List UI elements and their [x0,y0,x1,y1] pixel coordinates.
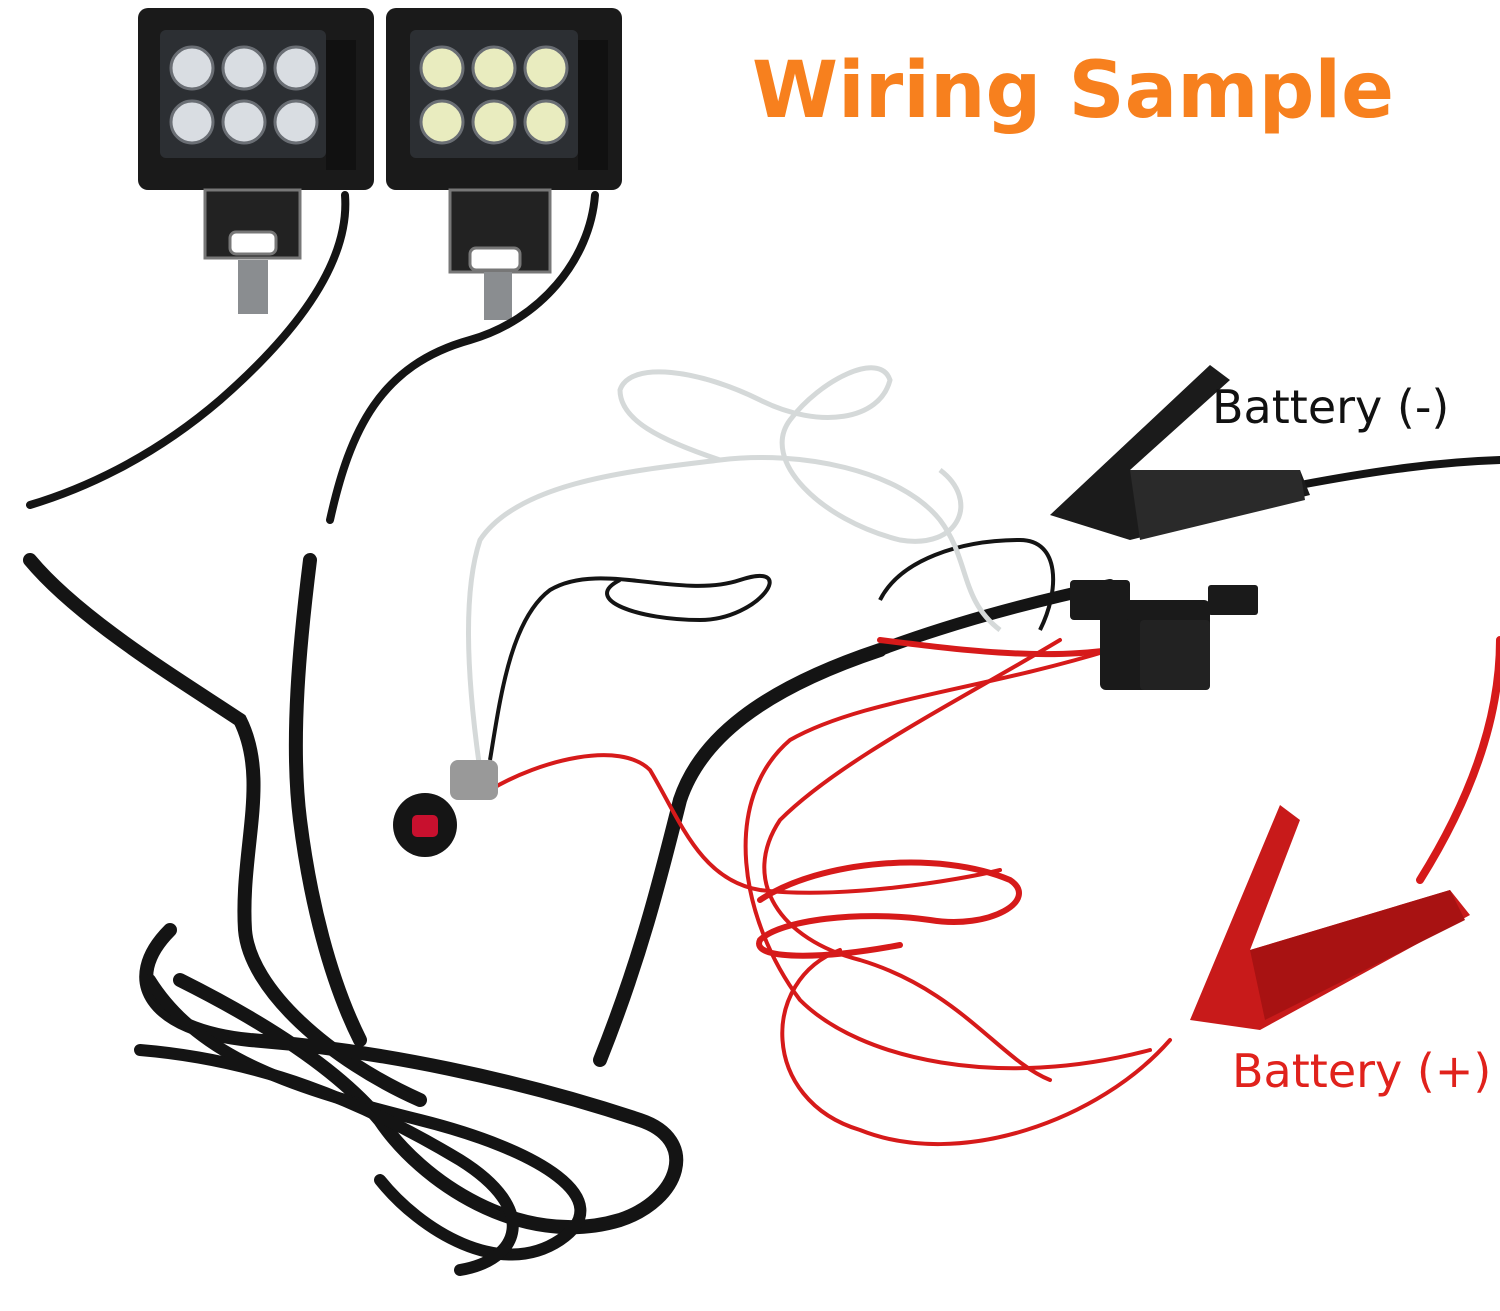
led-work-light-right [386,8,622,320]
rocker-switch-icon [393,760,498,857]
red-wire [488,636,1500,1147]
black-wire [23,191,1500,1276]
battery-positive-label: Battery (+) [1232,1044,1492,1098]
relay-icon [1070,580,1258,690]
negative-clamp-icon [1050,365,1310,540]
led-work-light-left [138,8,374,314]
black-wire [488,537,1056,761]
battery-negative-label: Battery (-) [1212,380,1450,434]
positive-clamp-icon [1190,805,1470,1030]
white-wire [465,365,1002,771]
page-title: Wiring Sample [752,46,1395,136]
